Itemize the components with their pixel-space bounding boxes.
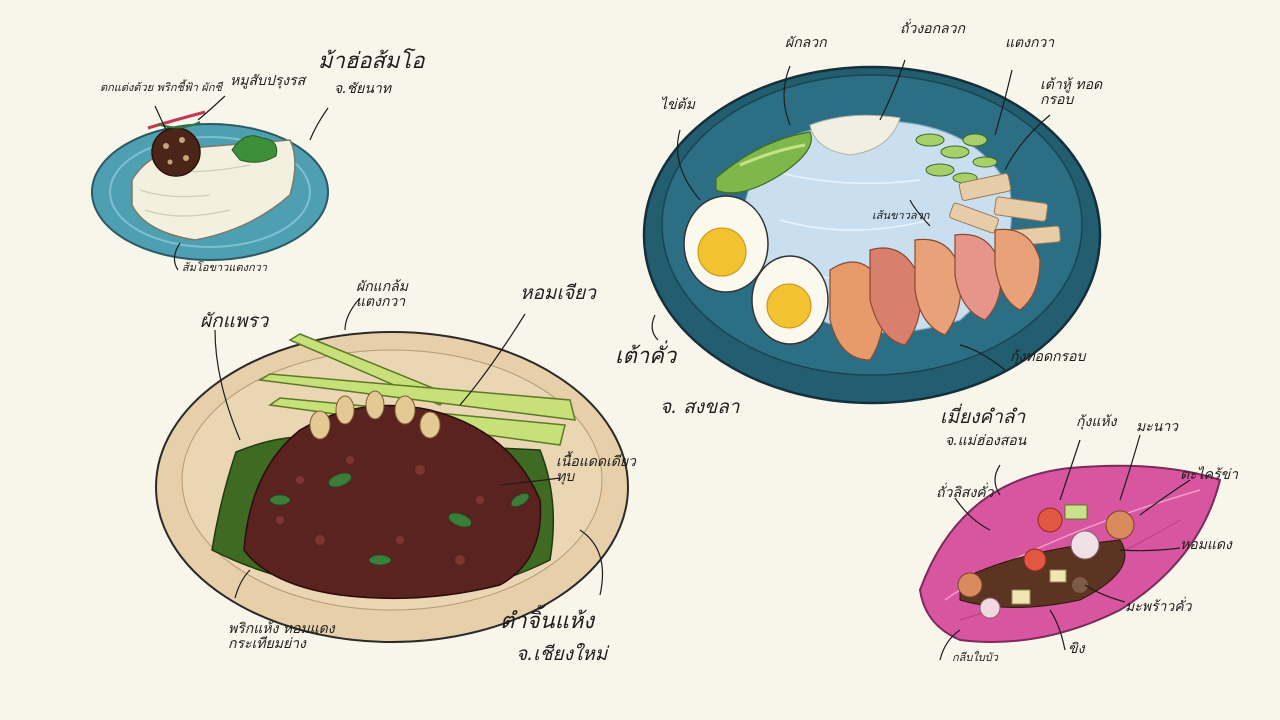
province-mahor: จ.ชัยนาท [334,81,392,97]
label-cucumber: แตงกวา [1005,35,1055,51]
label-sprouts: ผักลวก [785,35,827,51]
title-mahor: ม้าฮ่อส้มโอ [318,49,425,74]
label-shrimp: กุ้งทอดกรอบ [1010,349,1086,365]
province-khaokhua: จ. สงขลา [660,396,740,418]
label-ginger: ขิง [1068,641,1085,657]
label-beef: เนื้อแดดเดียว ทุบ [556,454,636,485]
label-shallot: หอมแดง [1180,537,1232,553]
title-khaokhua: เต้าคั่ว [615,344,677,369]
label-pomelo: ส้มโอขาวแตงกวา [182,261,267,274]
title-miang: เมี่ยงคำลำ [940,406,1026,428]
label-lime: มะนาว [1136,419,1179,435]
label-fried-shallot: หอมเจียว [520,282,596,304]
label-chili: พริกแห้ง หอมแดง กระเทียมย่าง [228,621,335,652]
pomelo-dish-illustration [91,110,329,261]
larb-dish-illustration [155,331,629,643]
label-tofu: เต้าหู้ ทอดกรอบ [1040,77,1103,108]
label-garnish: ตกแต่งด้วย พริกชี้ฟ้า ผักชี [100,81,222,94]
label-peanut: ถั่วลิสงคั่ว [936,485,994,501]
khaokhua-dish-illustration [642,65,1102,405]
label-dried-shrimp: กุ้งแห้ง [1076,414,1117,430]
label-leaf: กลีบใบบัว [952,651,998,664]
annotation-arrows [154,59,1191,661]
miang-dish-illustration [918,464,1222,643]
label-herbs: ผักแพรว [200,310,269,332]
label-coconut: มะพร้าวคั่ว [1125,599,1192,615]
label-galangal: ตะไคร้ข่า [1180,467,1238,483]
province-miang: จ.แม่ฮ่องสอน [945,433,1027,449]
label-noodle: เส้นขาวลวก [872,209,930,222]
label-peanut-sprouts: ถั่วงอกลวก [900,21,965,37]
label-egg: ไข่ต้ม [660,97,695,113]
title-larb: ตำจิ้นแห้ง [500,609,594,634]
province-larb: จ.เชียงใหม่ [516,643,608,665]
label-side-cucumber: ผักแกล้ม แตงกวา [356,279,408,310]
label-pork: หมูสับปรุงรส [230,73,306,89]
